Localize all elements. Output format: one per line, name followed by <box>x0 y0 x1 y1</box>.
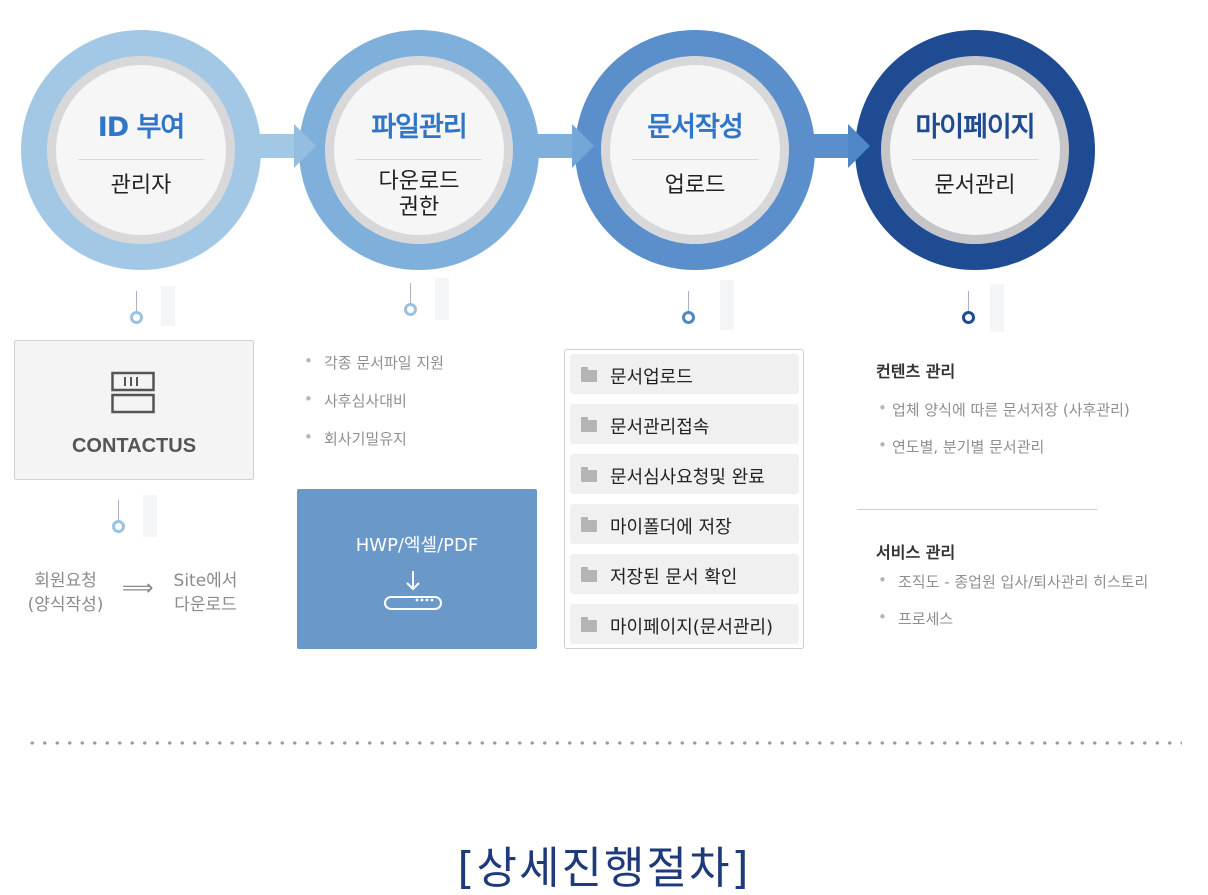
connector-line <box>688 291 689 311</box>
doc-item-label: 마이페이지(문서관리) <box>610 617 774 638</box>
connector-dot <box>962 311 975 324</box>
flow-from-line: (양식작성) <box>27 595 104 615</box>
doc-item-label: 저장된 문서 확인 <box>610 567 738 588</box>
connector-dot <box>404 303 417 316</box>
connector-line <box>968 291 969 311</box>
flow-from: 회원요청 (양식작성) <box>18 569 113 617</box>
list-item: 회사기밀유지 <box>304 428 444 449</box>
folder-icon <box>581 617 597 632</box>
step-title: 마이페이지 <box>915 112 1035 143</box>
arrow-right-icon <box>536 124 598 168</box>
format-box: HWP/엑셀/PDF <box>297 489 537 649</box>
doc-item-mypage[interactable]: 마이페이지(문서관리) <box>570 604 799 644</box>
step-circle-file: 파일관리 다운로드 권한 <box>299 30 539 270</box>
arrow-right-icon <box>258 124 320 168</box>
arrow-right-icon <box>812 124 874 168</box>
connector-stub <box>143 495 157 537</box>
service-bullet-list: 조직도 - 종업원 입사/퇴사관리 히스토리 프로세스 <box>878 571 1148 629</box>
contact-box: CONTACTUS <box>14 340 254 480</box>
file-bullet-list: 각종 문서파일 지원 사후심사대비 회사기밀유지 <box>304 352 444 449</box>
list-item: 각종 문서파일 지원 <box>304 352 444 373</box>
list-item: 프로세스 <box>878 608 1148 629</box>
step-circle-id: ID 부여 관리자 <box>21 30 261 270</box>
connector-stub <box>720 280 734 330</box>
doc-item-upload[interactable]: 문서업로드 <box>570 354 799 394</box>
step-circle-doc: 문서작성 업로드 <box>575 30 815 270</box>
doc-item-label: 문서심사요청및 완료 <box>610 467 765 488</box>
divider <box>632 159 758 160</box>
connector-dot <box>130 311 143 324</box>
document-menu: 문서업로드 문서관리접속 문서심사요청및 완료 마이폴더에 저장 저장된 문서 … <box>564 349 804 649</box>
connector-line <box>410 283 411 303</box>
step-title: ID 부여 <box>97 112 186 143</box>
flow-to-line: Site에서 <box>173 571 238 591</box>
double-arrow-icon: ⟹ <box>122 576 154 601</box>
list-item: 연도별, 분기별 문서관리 <box>878 436 1130 457</box>
doc-item-label: 문서관리접속 <box>610 417 710 438</box>
step-subtitle: 다운로드 권한 <box>334 169 504 221</box>
content-mgmt-title: 컨텐츠 관리 <box>876 362 956 381</box>
folder-icon <box>581 367 597 382</box>
download-icon <box>384 571 442 610</box>
connector-line <box>118 500 119 520</box>
subtitle-line: 다운로드 <box>378 169 460 194</box>
doc-item-label: 마이폴더에 저장 <box>610 517 732 538</box>
list-item: 업체 양식에 따른 문서저장 (사후관리) <box>878 399 1130 420</box>
page-title: [상세진행절차] <box>457 843 751 894</box>
flow-from-line: 회원요청 <box>34 571 97 591</box>
connector-line <box>136 291 137 311</box>
flow-to-line: 다운로드 <box>174 595 237 615</box>
format-label: HWP/엑셀/PDF <box>355 535 479 556</box>
folder-icon <box>581 417 597 432</box>
folder-icon <box>581 567 597 582</box>
folder-icon <box>581 517 597 532</box>
dotted-divider <box>26 741 1182 745</box>
connector-stub <box>435 278 449 320</box>
contact-label: CONTACTUS <box>71 435 197 457</box>
step-title: 문서작성 <box>647 112 743 143</box>
doc-item-access[interactable]: 문서관리접속 <box>570 404 799 444</box>
step-subtitle: 업로드 <box>664 173 726 198</box>
folder-icon <box>581 467 597 482</box>
doc-item-saved[interactable]: 저장된 문서 확인 <box>570 554 799 594</box>
connector-stub <box>161 286 175 326</box>
divider <box>912 159 1038 160</box>
flow-to: Site에서 다운로드 <box>158 569 253 617</box>
connector-dot <box>112 520 125 533</box>
step-title: 파일관리 <box>371 112 467 143</box>
divider <box>78 159 204 160</box>
connector-stub <box>990 284 1004 332</box>
contact-icon <box>111 371 155 414</box>
list-item: 사후심사대비 <box>304 390 444 411</box>
step-circle-mypage: 마이페이지 문서관리 <box>855 30 1095 270</box>
section-divider <box>857 509 1097 510</box>
connector-dot <box>682 311 695 324</box>
divider <box>356 159 482 160</box>
step-subtitle: 문서관리 <box>934 173 1016 198</box>
subtitle-line: 권한 <box>398 195 440 220</box>
service-mgmt-title: 서비스 관리 <box>876 543 956 562</box>
doc-item-review[interactable]: 문서심사요청및 완료 <box>570 454 799 494</box>
doc-item-label: 문서업로드 <box>610 367 693 388</box>
content-bullet-list: 업체 양식에 따른 문서저장 (사후관리) 연도별, 분기별 문서관리 <box>878 399 1130 457</box>
doc-item-my-folder[interactable]: 마이폴더에 저장 <box>570 504 799 544</box>
step-subtitle: 관리자 <box>110 173 172 198</box>
list-item: 조직도 - 종업원 입사/퇴사관리 히스토리 <box>878 571 1148 592</box>
